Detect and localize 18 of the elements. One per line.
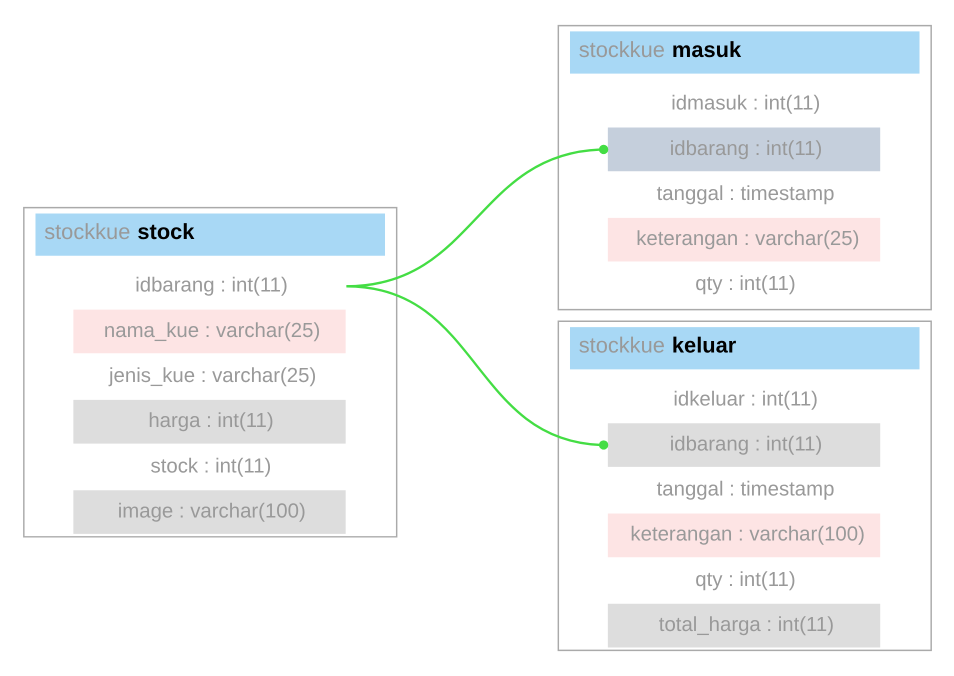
node-box: nama_kue : varchar(25) xyxy=(72,310,346,354)
node-box: keterangan : varchar(100) xyxy=(607,514,880,558)
node-box: keterangan : varchar(25) xyxy=(607,218,880,262)
node-text: idmasuk : int(11) xyxy=(670,92,820,115)
node-text: idbarang : int(11) xyxy=(134,274,288,297)
node-box: total_harga : int(11) xyxy=(607,604,880,648)
node-text: tanggal : timestamp xyxy=(656,478,834,501)
node-text: idkeluar : int(11) xyxy=(672,388,818,410)
node-text: qty : int(11) xyxy=(694,568,796,591)
node-text: qty : int(11) xyxy=(694,273,796,296)
node-text: stock : int(11) xyxy=(150,455,271,478)
node-text: tanggal : timestamp xyxy=(656,182,834,205)
node-box: image : varchar(100) xyxy=(72,490,346,534)
node-box: harga : int(11) xyxy=(72,400,346,444)
connector xyxy=(346,285,608,450)
node-box: idbarang : int(11) xyxy=(607,423,880,467)
node-box: idbarang : int(11) xyxy=(607,128,880,172)
node-text: jenis_kue : varchar(25) xyxy=(108,364,316,387)
